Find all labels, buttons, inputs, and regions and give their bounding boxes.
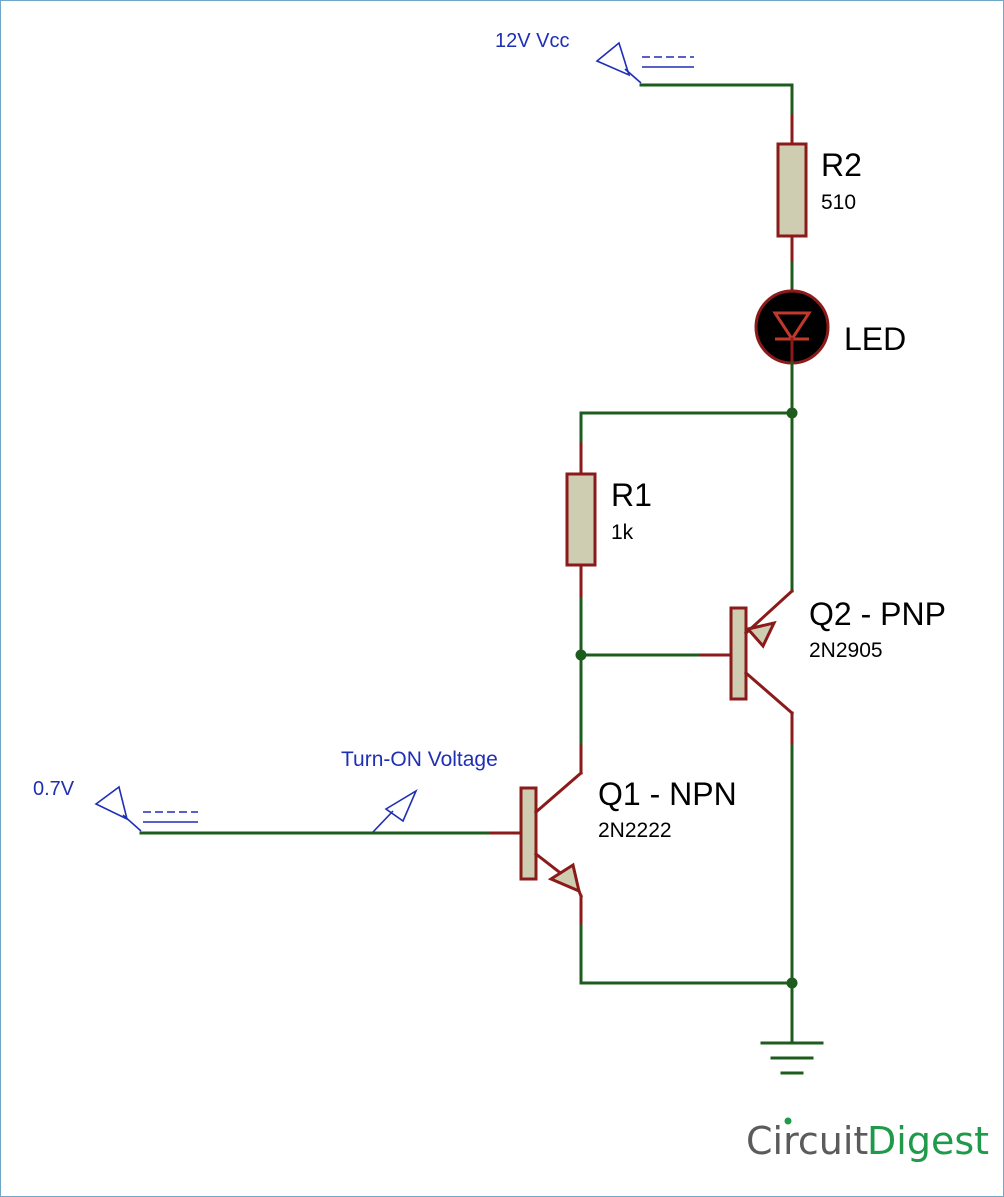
r1-ref: R1	[611, 477, 652, 513]
led: LED	[754, 288, 906, 365]
supply-label: 12V Vcc	[495, 30, 569, 52]
wire-node-to-r1	[579, 411, 794, 446]
probe-arrow-icon	[384, 789, 418, 823]
resistor-r2: R2 510	[776, 114, 862, 265]
circuit-digest-logo: Circuit Digest	[746, 1117, 989, 1163]
logo-digest: Digest	[867, 1119, 989, 1163]
resistor-r1: R1 1k	[565, 442, 652, 601]
supply-terminal-arrow	[595, 41, 631, 77]
transistor-q2: Q2 - PNP 2N2905	[699, 588, 946, 748]
q1-ref: Q1 - NPN	[598, 776, 737, 812]
led-diode-icon	[772, 311, 812, 342]
input-terminal: 0.7V	[33, 778, 198, 832]
probe-label: Turn-ON Voltage	[341, 748, 498, 771]
ground-icon	[760, 981, 824, 1075]
input-label: 0.7V	[33, 778, 75, 800]
q2-ref: Q2 - PNP	[809, 596, 946, 632]
wire-q1-emitter-to-ground	[579, 924, 794, 985]
junction-q2-base	[575, 649, 587, 661]
input-terminal-arrow	[94, 785, 129, 821]
q2-emitter-arrow-icon	[745, 620, 777, 649]
q2-part: 2N2905	[809, 639, 883, 662]
q1-part: 2N2222	[598, 819, 672, 842]
logo-dot-icon	[784, 1117, 792, 1125]
r2-ref: R2	[821, 147, 862, 183]
wire-supply-to-r2	[639, 83, 794, 118]
logo-circuit: Circuit	[746, 1119, 868, 1163]
voltage-probe: Turn-ON Voltage	[341, 748, 498, 833]
led-ref: LED	[844, 321, 906, 357]
supply-terminal: 12V Vcc	[495, 30, 694, 84]
transistor-q1: Q1 - NPN 2N2222	[489, 744, 737, 928]
q1-emitter-arrow-icon	[547, 862, 582, 894]
r2-value: 510	[821, 191, 856, 214]
r1-value: 1k	[611, 521, 634, 544]
